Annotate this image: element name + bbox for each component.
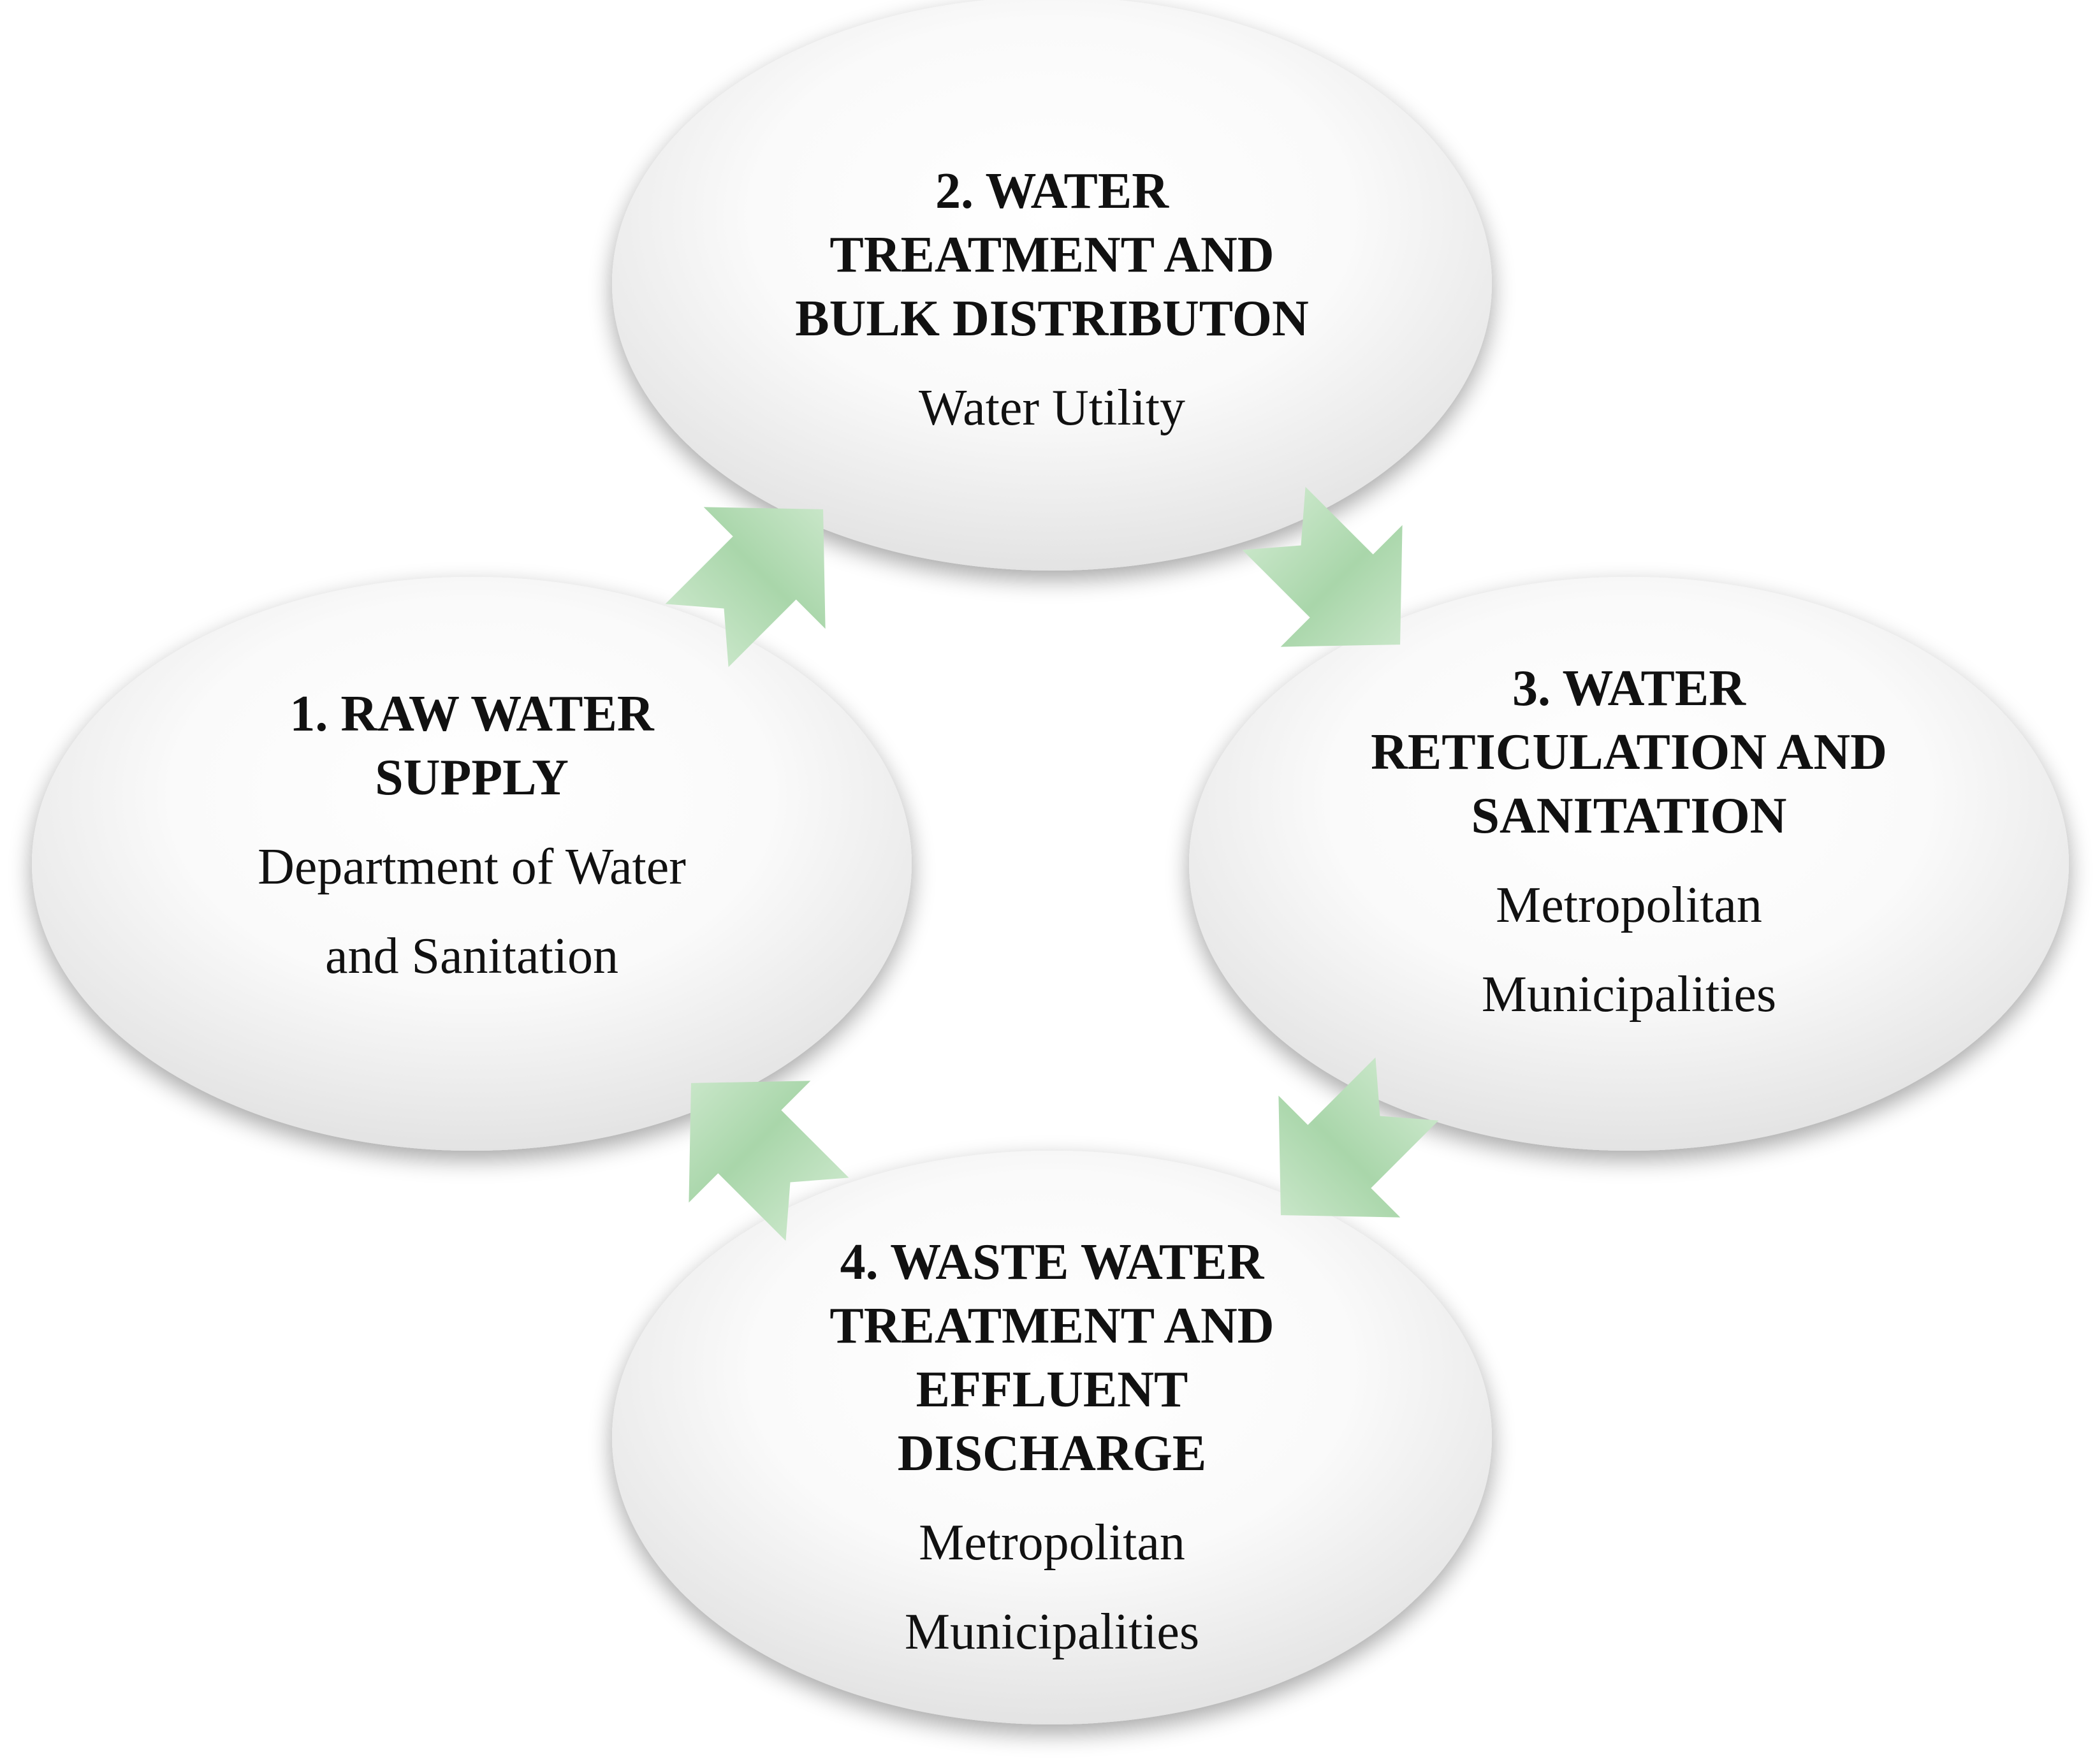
node-title: 4. WASTE WATER TREATMENT AND EFFLUENT DI… <box>829 1234 1274 1482</box>
node-subtitle: Metropolitan Municipalities <box>904 1515 1200 1660</box>
arrow-4-to-1 <box>689 1081 849 1241</box>
arrow-2-to-3 <box>1242 486 1403 647</box>
node-subtitle: Water Utility <box>919 380 1185 436</box>
node-title: 1. RAW WATER SUPPLY <box>289 686 654 806</box>
node-ellipse-3 <box>1189 577 2069 1151</box>
node-raw-water-supply: 1. RAW WATER SUPPLY Department of Water … <box>96 638 848 1046</box>
node-ellipse-4 <box>612 1151 1492 1724</box>
node-subtitle: Department of Water and Sanitation <box>258 839 686 984</box>
node-ellipse-1 <box>32 577 912 1151</box>
node-water-reticulation: 3. WATER RETICULATION AND SANITATION Met… <box>1253 638 2005 1058</box>
arrow-1-to-2 <box>665 507 826 667</box>
node-waste-water-treatment: 4. WASTE WATER TREATMENT AND EFFLUENT DI… <box>676 1211 1428 1696</box>
node-water-treatment: 2. WATER TREATMENT AND BULK DISTRIBUTON … <box>676 128 1428 485</box>
node-ellipse-2 <box>612 0 1492 571</box>
node-title: 3. WATER RETICULATION AND SANITATION <box>1371 660 1887 844</box>
node-title: 2. WATER TREATMENT AND BULK DISTRIBUTON <box>795 163 1309 347</box>
arrow-3-to-4 <box>1278 1057 1439 1218</box>
node-subtitle: Metropolitan Municipalities <box>1481 877 1777 1023</box>
